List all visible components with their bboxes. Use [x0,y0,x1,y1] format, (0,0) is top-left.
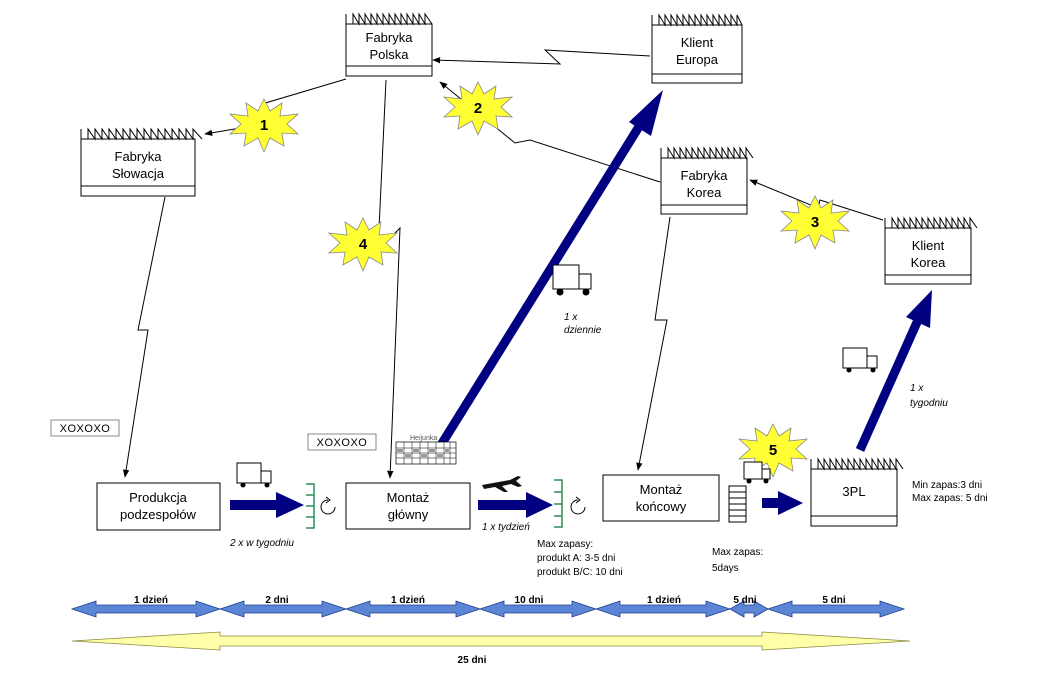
timeline-label: 2 dni [265,595,289,606]
timeline-label: 1 dzień [391,595,425,606]
timeline-segment: 1 dzień [594,595,732,618]
process-subtitle: podzespołów [120,507,196,522]
factory-name: Korea [687,185,722,200]
push-arrow-produkcja-to-montaz [230,492,304,518]
timeline-label: 10 dni [515,595,544,606]
burst-number: 3 [811,214,819,231]
push-arrow-3pl-to-klient-korea [855,290,932,452]
factory-fabryka-korea[interactable]: Fabryka Korea [660,146,754,215]
line-polska-to-montaz [377,79,401,479]
timeline-label: 5 dni [822,595,846,606]
burst-number: 4 [359,236,368,253]
label-dziennie: 1 x dziennie [564,312,602,336]
inventory-product-a: produkt A: 3-5 dni [537,553,615,564]
line-korea-to-koncowy [636,216,671,471]
factory-title: Fabryka [115,149,163,164]
kaizen-burst-4[interactable]: 4 [327,217,399,273]
timeline-segment: 5 dni [729,595,769,618]
truck-icon [842,347,878,373]
process-title: 3PL [842,484,865,499]
process-produkcja-podzespolow[interactable]: Produkcja podzespołów [96,482,221,531]
process-title: Montaż [640,482,683,497]
factory-fabryka-slowacja[interactable]: Fabryka Słowacja [80,127,203,197]
process-subtitle: główny [388,507,429,522]
process-title: Produkcja [129,490,188,505]
supermarket-icon [306,483,315,529]
factory-title: Fabryka [681,168,729,183]
lead-time-timeline: 1 dzień 2 dni 1 dzień 10 dni 1 dzień 5 d… [70,595,906,618]
heijunka-box-icon: Heijunka [395,435,457,465]
label-max-zapas: Max zapas: 5days [712,547,763,574]
push-arrow-montaz-to-koncowy [478,492,553,518]
inventory-title: Max zapasy: [537,539,593,550]
xoxo-board: XOXOXO [307,433,377,451]
frequency-count: 1 x [564,312,578,323]
customer-name: Europa [676,52,719,67]
inventory-min: Min zapas:3 dni [912,480,982,491]
frequency-unit: tygodniu [910,398,948,409]
xoxo-text: XOXOXO [317,437,368,449]
timeline-segment: 5 dni [766,595,906,618]
line-slowacja-to-produkcja [122,196,166,478]
inventory-value: 5days [712,563,739,574]
truck-icon [552,264,592,296]
total-lead-time-arrow: 25 dni [71,631,911,666]
factory-title: Fabryka [366,30,414,45]
label-1x-tydzien: 1 x tydzień [482,522,530,533]
customer-klient-europa[interactable]: Klient Europa [651,13,743,84]
xoxo-text: XOXOXO [60,423,111,435]
pull-circle-icon [570,496,586,515]
inventory-max: Max zapas: 5 dni [912,493,988,504]
frequency-count: 1 x [910,383,924,394]
label-tygodniu: 1 x tygodniu [910,383,948,409]
push-arrows [230,90,932,518]
timeline-label: 5 dni [733,595,757,606]
timeline-segment: 10 dni [478,595,598,618]
customer-title: Klient [912,238,945,253]
timeline-segment: 2 dni [218,595,348,618]
kaizen-burst-3[interactable]: 3 [779,195,851,251]
pull-circle-icon [320,496,336,515]
label-2x-tygodniu: 2 x w tygodniu [229,538,294,549]
process-3pl[interactable]: 3PL [810,457,904,527]
kaizen-burst-1[interactable]: 1 [228,98,300,154]
heijunka-label: Heijunka [410,435,437,442]
inventory-title: Max zapas: [712,547,763,558]
line-europa-to-polska [432,49,651,65]
process-title: Montaż [387,490,430,505]
truck-icon [236,462,272,488]
airplane-icon [482,476,522,492]
inventory-product-bc: produkt B/C: 10 dni [537,567,623,578]
factory-fabryka-polska[interactable]: Fabryka Polska [345,12,433,77]
burst-number: 1 [260,117,268,134]
process-subtitle: końcowy [636,499,687,514]
process-montaz-koncowy[interactable]: Montaż końcowy [602,474,720,522]
customer-klient-korea[interactable]: Klient Korea [884,216,978,285]
burst-number: 5 [769,442,777,459]
truck-icon [743,461,771,484]
process-montaz-glowny[interactable]: Montaż główny [345,482,471,530]
factory-name: Słowacja [112,166,165,181]
timeline-segment: 1 dzień [70,595,222,618]
xoxo-board: XOXOXO [50,419,120,437]
total-lead-time-label: 25 dni [458,655,487,666]
push-arrow-koncowy-to-3pl [762,491,803,515]
timeline-label: 1 dzień [134,595,168,606]
timeline-segment: 1 dzień [344,595,482,618]
push-arrow-montaz-to-europa [432,90,663,456]
label-max-zapasy: Max zapasy: produkt A: 3-5 dni produkt B… [537,539,623,578]
supermarket-icon [554,479,563,528]
frequency-unit: dziennie [564,325,602,336]
customer-name: Korea [911,255,946,270]
inventory-stack-icon [728,485,747,523]
kaizen-burst-2[interactable]: 2 [442,81,514,137]
timeline-label: 1 dzień [647,595,681,606]
burst-number: 2 [474,100,482,117]
factory-name: Polska [369,47,409,62]
label-min-max-zapas: Min zapas:3 dni Max zapas: 5 dni [912,480,988,504]
customer-title: Klient [681,35,714,50]
